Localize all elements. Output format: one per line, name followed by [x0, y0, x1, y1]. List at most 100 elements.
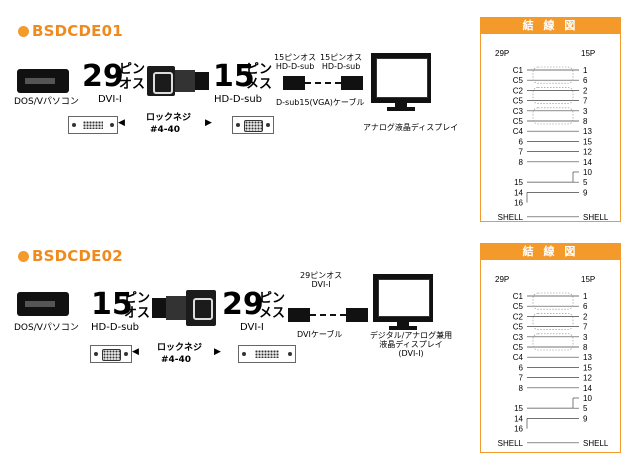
- right-pin-label: 3: [583, 333, 588, 342]
- right-pin-count: 29: [222, 287, 264, 322]
- dvi-connector-face: [68, 116, 118, 134]
- left-pin-label: 7: [519, 148, 524, 157]
- right-pin-label: 12: [583, 374, 592, 383]
- pin-word: ピン: [119, 62, 146, 77]
- left-pin-label: 14: [514, 414, 523, 423]
- pc-label: DOS/Vパソコン: [14, 97, 79, 107]
- right-pin-label: 14: [583, 384, 592, 393]
- left-pin-label: C2: [513, 86, 524, 95]
- right-pin-label: 6: [583, 76, 588, 85]
- left-pin-label: C1: [513, 66, 524, 75]
- left-pin-label: 15: [514, 404, 523, 413]
- vga-cable-image: [283, 74, 363, 92]
- right-pin-label: 13: [583, 353, 592, 362]
- left-pin-label: C5: [513, 117, 524, 126]
- cable-label: D-sub15(VGA)ケーブル: [276, 98, 365, 107]
- shield-pair: [532, 292, 574, 310]
- bullet-dot-icon: [18, 26, 29, 37]
- left-pin-label: C3: [513, 107, 524, 116]
- monitor-image: [373, 274, 437, 332]
- right-pin-label: 6: [583, 302, 588, 311]
- left-pin-label: C3: [513, 333, 524, 342]
- pc-device-image: [17, 292, 69, 316]
- left-pin-label: 8: [519, 158, 524, 167]
- right-pin-label: 7: [583, 323, 588, 332]
- left-head: 29P: [495, 49, 509, 58]
- vga-connector-face: [232, 116, 274, 134]
- wiring-header: 結 線 図: [481, 244, 620, 260]
- adapter-image: [152, 286, 216, 332]
- right-head: 15P: [581, 275, 595, 284]
- pin-word: ピン: [259, 291, 286, 306]
- monitor-label: アナログ液晶ディスプレイ: [363, 123, 459, 132]
- left-pin-label: C5: [513, 76, 524, 85]
- left-pin-label: 16: [514, 199, 523, 208]
- monitor-image: [371, 53, 435, 113]
- arrow-left-icon: ◀: [132, 347, 139, 357]
- right-pin-label: SHELL: [583, 439, 609, 448]
- screw-label: ロックネジ: [157, 343, 203, 353]
- screw-label: ロックネジ: [146, 113, 192, 123]
- left-pin-count: 29: [82, 59, 124, 94]
- right-pin-label: 15: [583, 137, 592, 146]
- right-pin-label: 12: [583, 148, 592, 157]
- pc-label: DOS/Vパソコン: [14, 323, 79, 333]
- right-type: HD-D-sub: [214, 94, 263, 105]
- left-pin-label: 14: [514, 188, 523, 197]
- left-head: 29P: [495, 275, 509, 284]
- shield-pair: [532, 87, 574, 104]
- left-type: DVI-I: [98, 94, 122, 105]
- section-title-2: BSDCDE02: [18, 247, 123, 265]
- right-pin-label: 3: [583, 107, 588, 116]
- wiring-header: 結 線 図: [481, 18, 620, 34]
- arrow-right-icon: ▶: [205, 118, 212, 128]
- left-pin-label: C4: [513, 353, 524, 362]
- right-pin-label: 13: [583, 127, 592, 136]
- left-pin-label: SHELL: [498, 213, 524, 221]
- right-head: 15P: [581, 49, 595, 58]
- right-pin-label: SHELL: [583, 213, 609, 221]
- left-pin-label: 7: [519, 374, 524, 383]
- left-pin-label: C5: [513, 323, 524, 332]
- right-pin-label: 10: [583, 168, 592, 177]
- right-pin-label: 10: [583, 394, 592, 403]
- gender-word: メス: [259, 306, 286, 321]
- screw-size: #4-40: [161, 355, 192, 365]
- gender-word: オス: [124, 306, 151, 321]
- shield-pair: [532, 66, 574, 84]
- gender-word: オス: [119, 77, 146, 92]
- right-pin-label: 14: [583, 158, 592, 167]
- left-pin-label: 6: [519, 137, 524, 146]
- right-pin-count: 15: [213, 59, 255, 94]
- bullet-dot-icon: [18, 251, 29, 262]
- shield-pair: [532, 107, 574, 125]
- screw-size: #4-40: [150, 125, 181, 135]
- left-pin-label: C5: [513, 302, 524, 311]
- right-pin-label: 15: [583, 363, 592, 372]
- right-pin-label: 2: [583, 86, 588, 95]
- right-type: DVI-I: [240, 322, 264, 333]
- right-pin-label: 7: [583, 97, 588, 106]
- shield-pair: [532, 313, 574, 330]
- left-pin-label: 8: [519, 384, 524, 393]
- cable-label: DVIケーブル: [297, 330, 343, 339]
- monitor-label: デジタル/アナログ兼用 液晶ディスプレイ (DVI-I): [369, 331, 453, 358]
- arrow-right-icon: ▶: [214, 347, 221, 357]
- left-pin-label: C2: [513, 312, 524, 321]
- right-pin-label: 9: [583, 188, 588, 197]
- right-pin-label: 8: [583, 117, 588, 126]
- right-pin-label: 9: [583, 414, 588, 423]
- right-pin-label: 5: [583, 178, 588, 187]
- vga-connector-face: [90, 345, 132, 363]
- left-pin-label: C1: [513, 292, 524, 301]
- right-pin-label: 2: [583, 312, 588, 321]
- section-title-1: BSDCDE01: [18, 22, 123, 40]
- dvi-cable-image: [288, 306, 368, 324]
- right-pin-label: 5: [583, 404, 588, 413]
